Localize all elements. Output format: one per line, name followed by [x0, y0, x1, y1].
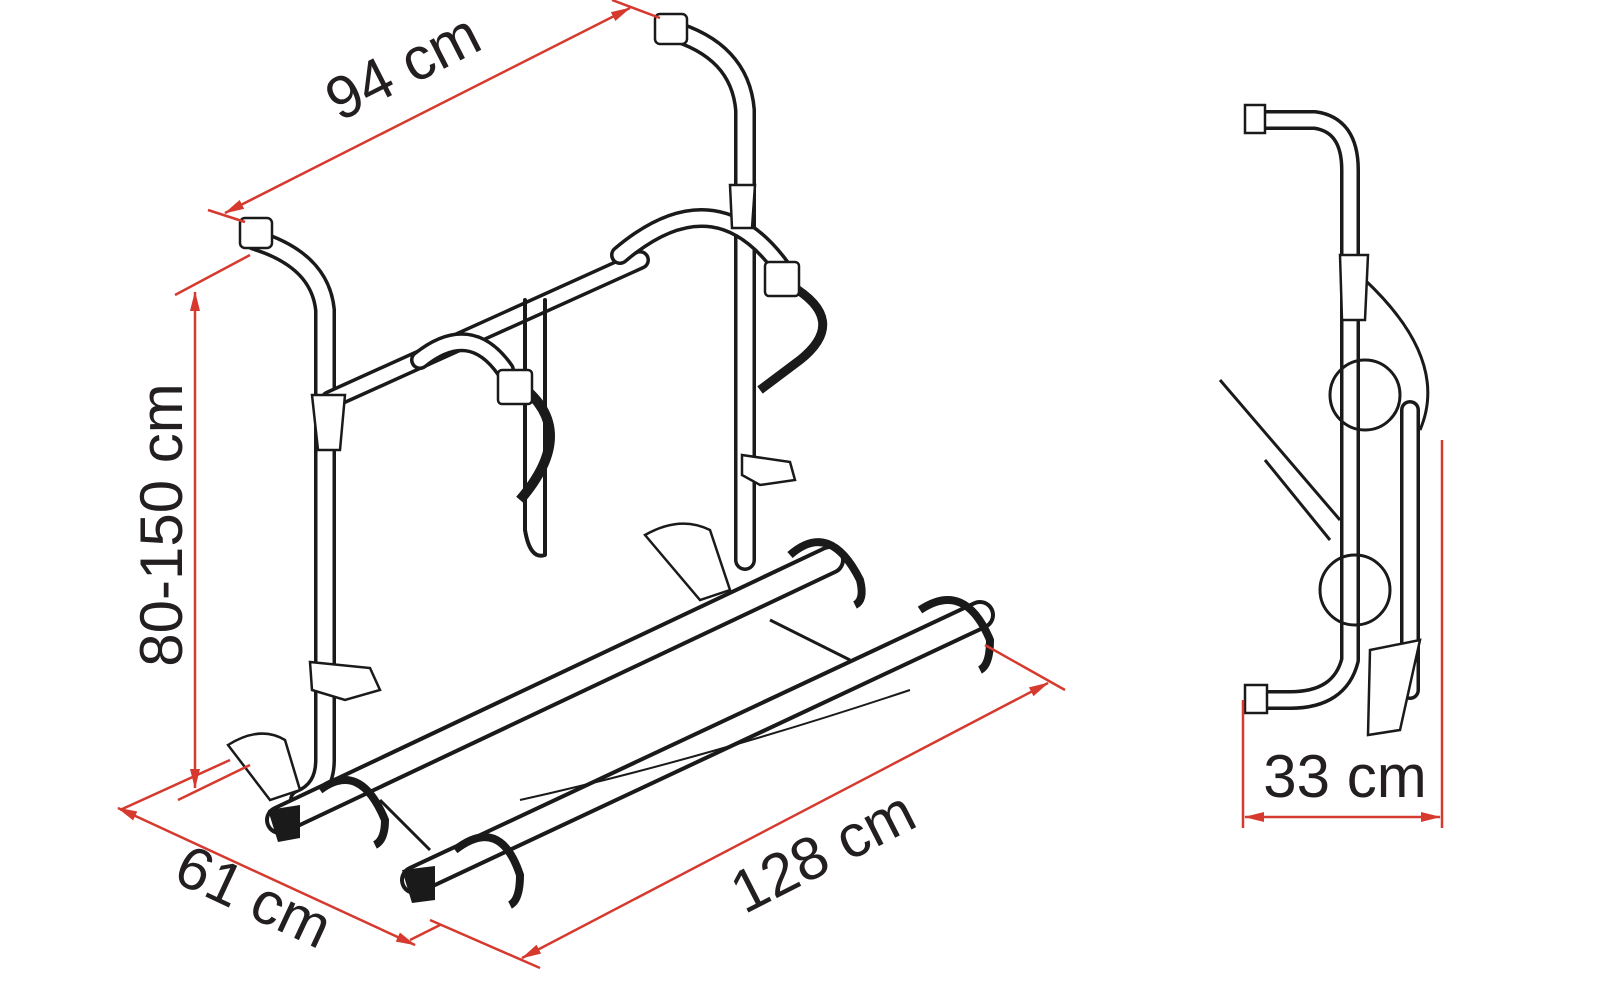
dimension-lines — [117, 0, 1444, 970]
rack-front-view — [226, 12, 995, 909]
dimension-width-label: 94 cm — [315, 0, 491, 134]
dimension-depth-label: 61 cm — [165, 832, 341, 962]
dimension-height-label: 80-150 cm — [128, 383, 195, 666]
rack-side-view — [1218, 103, 1430, 737]
dimension-side-depth-label: 33 cm — [1263, 743, 1426, 810]
